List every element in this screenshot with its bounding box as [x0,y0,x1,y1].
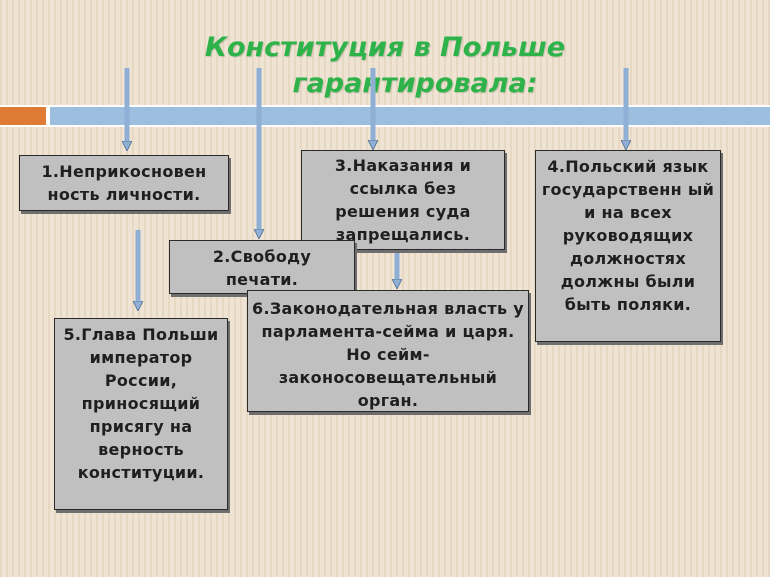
box-5-head-of-poland: 5.Глава Польши император России, принося… [54,318,228,510]
box-1-personal-inviolability: 1.Неприкосновен ность личности. [19,155,229,211]
header-band-orange-accent [0,107,46,125]
box-4-polish-language: 4.Польский язык государственн ый и на вс… [535,150,721,342]
header-band-blue-bar [50,107,770,125]
slide-title-line-1: Конституция в Польше [204,32,566,63]
slide-title-line-2: гарантировала: [292,68,538,99]
box-3-no-punishment-without-court: 3.Наказания и ссылка без решения суда за… [301,150,505,250]
box-2-freedom-of-press: 2.Свободу печати. [169,240,355,294]
box-6-legislative-power: 6.Законодательная власть у парламента-се… [247,290,529,412]
